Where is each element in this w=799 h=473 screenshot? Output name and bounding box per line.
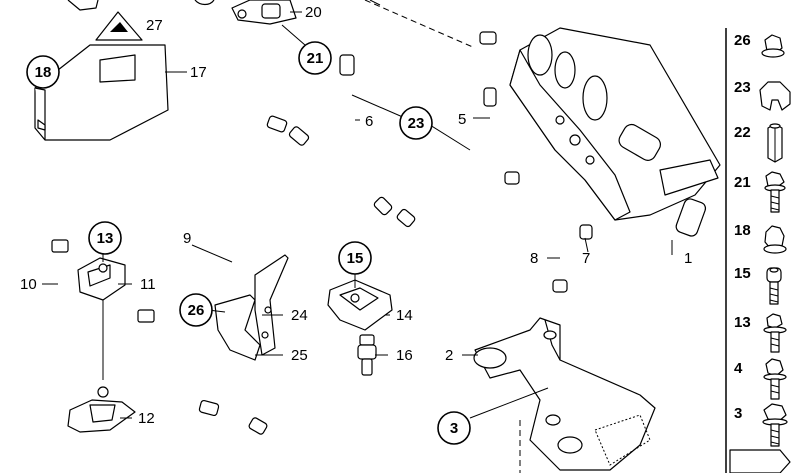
hex-spacer-icon (767, 123, 783, 163)
label-27: 27 (146, 17, 163, 34)
flange-bolt-21-icon (764, 171, 786, 213)
label-7: 7 (582, 250, 590, 267)
legend-21: 21 (734, 174, 751, 191)
label-10: 10 (20, 276, 37, 293)
label-17: 17 (190, 64, 207, 81)
label-12: 12 (138, 410, 155, 427)
bracket-12 (67, 386, 136, 433)
dashed-guides (364, 0, 521, 473)
label-9: 9 (183, 230, 191, 247)
pipe-lines (56, 3, 587, 473)
hardware-legend-labels: 26 23 22 21 18 15 13 4 3 (734, 32, 751, 422)
label-14: 14 (396, 307, 413, 324)
legend-26: 26 (734, 32, 751, 49)
control-unit-17 (34, 44, 169, 141)
legend-3: 3 (734, 405, 742, 422)
stud-16 (357, 334, 377, 376)
svg-text:21: 21 (307, 50, 324, 67)
label-2: 2 (445, 347, 453, 364)
leader-lines (42, 0, 673, 419)
legend-13: 13 (734, 314, 751, 331)
bracket-24 (214, 254, 289, 361)
callout-26: 26 (179, 293, 213, 327)
bolt-3-icon (762, 403, 788, 447)
callout-18: 18 (26, 55, 60, 89)
label-24: 24 (291, 307, 308, 324)
mounting-bracket-2 (473, 317, 656, 471)
label-1: 1 (684, 250, 692, 267)
svg-text:26: 26 (188, 302, 205, 319)
label-11: 11 (140, 276, 156, 293)
holder-14 (327, 279, 393, 331)
cap-screw-15-icon (766, 267, 782, 305)
callout-3: 3 (437, 411, 471, 445)
svg-text:15: 15 (347, 250, 364, 267)
pipe-fittings (51, 31, 593, 435)
svg-text:3: 3 (450, 420, 458, 437)
direction-arrow-icon (729, 449, 791, 473)
bracket-20 (231, 0, 300, 25)
label-5: 5 (458, 111, 466, 128)
plain-callouts: 27 17 20 6 5 1 8 7 9 10 11 24 25 14 16 2… (20, 4, 692, 427)
top-partials (67, 0, 215, 11)
legend-22: 22 (734, 124, 751, 141)
nut-18-icon (763, 225, 787, 254)
legend-4: 4 (734, 360, 743, 377)
label-25: 25 (291, 347, 308, 364)
flange-nut-icon (761, 34, 785, 58)
label-20: 20 (305, 4, 322, 21)
label-6: 6 (365, 113, 373, 130)
hydraulic-unit-1 (509, 27, 721, 237)
callout-23: 23 (399, 106, 433, 140)
clip-nut-icon (759, 81, 791, 111)
label-16: 16 (396, 347, 413, 364)
svg-text:23: 23 (408, 115, 425, 132)
legend-18: 18 (734, 222, 751, 239)
svg-text:13: 13 (97, 230, 114, 247)
callout-13: 13 (88, 221, 122, 255)
legend-15: 15 (734, 265, 751, 282)
warning-label-27 (95, 11, 143, 41)
svg-text:18: 18 (35, 64, 52, 81)
circled-callouts: 18 21 23 13 15 26 3 (26, 41, 471, 445)
label-8: 8 (530, 250, 538, 267)
hardware-icons (729, 34, 791, 473)
bolt-13-icon (763, 313, 787, 353)
callout-21: 21 (298, 41, 332, 75)
holder-11 (77, 257, 126, 380)
legend-23: 23 (734, 79, 751, 96)
bolt-4-icon (763, 358, 787, 400)
callout-15: 15 (338, 241, 372, 275)
